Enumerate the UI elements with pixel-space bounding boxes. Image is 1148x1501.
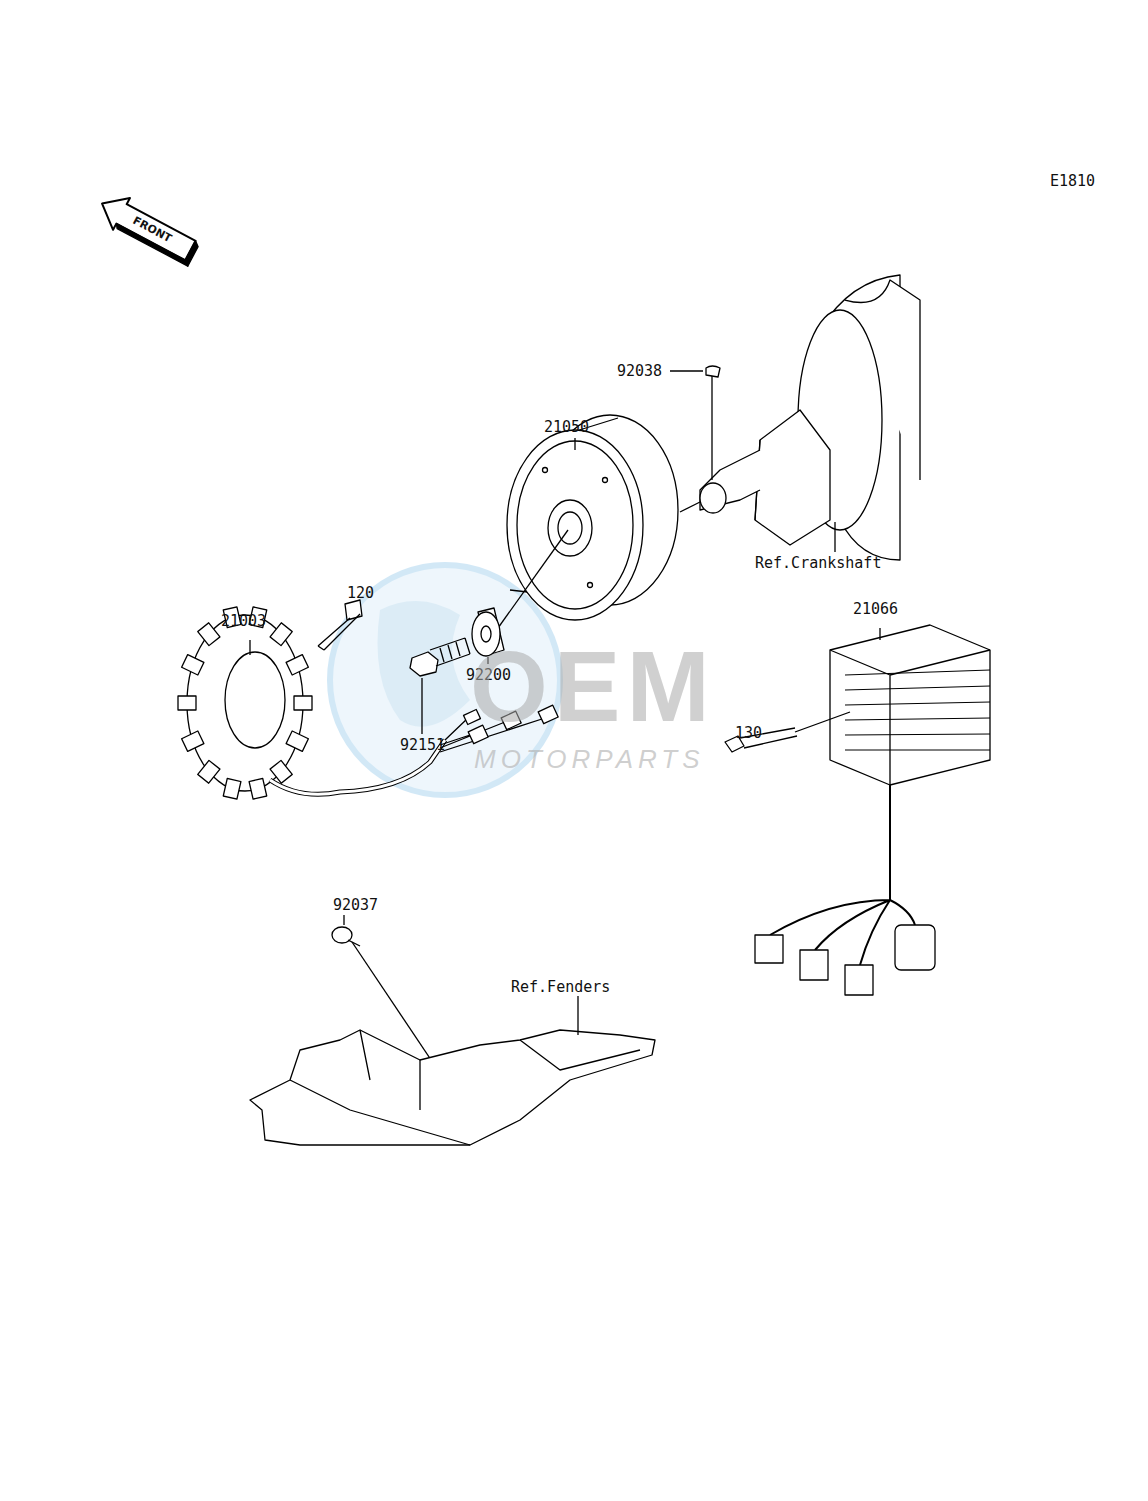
callout-number: 21066: [853, 600, 898, 618]
leader-line: [795, 712, 850, 732]
stator-tooth: [270, 623, 292, 646]
woodruff-key: [706, 366, 720, 377]
reference-note: Ref.Fenders: [511, 978, 610, 996]
axis-line: [680, 502, 700, 512]
regulator-wiring: [755, 785, 935, 995]
stator-tooth: [178, 696, 196, 710]
stator-tooth: [286, 655, 308, 675]
stator-tooth: [182, 731, 204, 751]
leader-line: [343, 915, 344, 925]
stator-tooth: [249, 778, 267, 799]
stator-tooth: [198, 623, 220, 646]
stator-tooth: [294, 696, 312, 710]
stator-coil: [178, 607, 312, 799]
callout-number: 92037: [333, 896, 378, 914]
stator-tooth: [286, 731, 308, 751]
stator-tooth: [223, 778, 241, 799]
axis-line: [498, 530, 568, 628]
watermark: OEM: [470, 636, 716, 736]
leader-line: [879, 628, 880, 640]
clamp: [332, 927, 360, 946]
callout-number: 120: [347, 584, 374, 602]
regulator-rectifier: [830, 625, 990, 785]
bolt: [410, 638, 470, 676]
callout-number: 21003: [221, 612, 266, 630]
leader-line: [249, 640, 250, 655]
callout-number: 130: [735, 724, 762, 742]
leader-line: [421, 678, 422, 734]
stator-tooth: [182, 655, 204, 675]
callout-number: 92038: [617, 362, 662, 380]
watermark: MOTORPARTS: [474, 745, 705, 773]
drawing-code: E1810: [1050, 172, 1095, 190]
stator-tooth: [198, 760, 220, 783]
crankshaft: [700, 275, 920, 560]
flywheel-rotor: [507, 415, 678, 620]
reference-note: Ref.Crankshaft: [755, 554, 881, 572]
screw: [318, 600, 362, 650]
leader-line: [577, 996, 578, 1035]
leader-line: [574, 438, 575, 450]
callout-number: 21050: [544, 418, 589, 436]
front-arrow: [94, 188, 204, 269]
leader-line: [670, 370, 703, 371]
leader-line: [834, 522, 835, 552]
rear-fender: [250, 1030, 655, 1145]
callout-number: 92151: [400, 736, 445, 754]
